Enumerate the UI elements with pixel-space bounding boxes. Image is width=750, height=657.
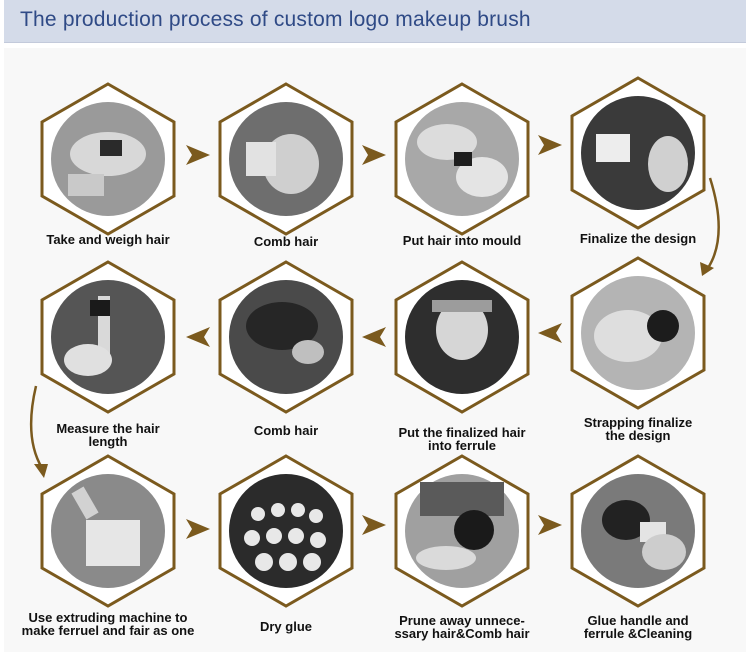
- step-comb-hair-2: [216, 260, 356, 414]
- curved-arrow-down-icon: [29, 385, 48, 478]
- hexagon-photo-frame: [218, 454, 354, 608]
- step-glue-handle-cleaning: [568, 454, 708, 608]
- step-caption: Measure the hair length: [56, 421, 160, 449]
- step-prune-comb-hair: [392, 454, 532, 608]
- step-caption: Comb hair: [253, 234, 319, 249]
- step-caption: Strapping finalize the design: [583, 415, 693, 443]
- step-finalize-design: [568, 76, 708, 230]
- step-strapping-finalize: [568, 256, 708, 410]
- hexagon-photo-frame: [394, 454, 530, 608]
- step-caption: Dry glue: [259, 619, 312, 634]
- hexagon-photo-frame: [40, 454, 176, 608]
- header-bar: The production process of custom logo ma…: [4, 0, 746, 43]
- hexagon-photo-frame: [570, 256, 706, 410]
- step-extruding-machine: [38, 454, 178, 608]
- arrow-right-icon: [538, 135, 562, 155]
- arrow-right-icon: [362, 515, 386, 535]
- page-title: The production process of custom logo ma…: [20, 8, 531, 31]
- hexagon-photo-frame: [394, 82, 530, 236]
- step-put-finalized-hair-ferrule: [392, 260, 532, 414]
- arrow-left-icon: [362, 327, 386, 347]
- hexagon-photo-frame: [394, 260, 530, 414]
- step-caption: Comb hair: [253, 423, 319, 438]
- step-measure-hair-length: [38, 260, 178, 414]
- step-caption: Use extruding machine to make ferruel an…: [21, 610, 195, 638]
- hexagon-photo-frame: [218, 260, 354, 414]
- arrow-right-icon: [186, 145, 210, 165]
- step-take-weigh-hair: [38, 82, 178, 236]
- step-put-hair-mould: [392, 82, 532, 236]
- hexagon-photo-frame: [570, 76, 706, 230]
- step-caption: Glue handle and ferrule &Cleaning: [583, 613, 693, 641]
- step-dry-glue: [216, 454, 356, 608]
- step-comb-hair: [216, 82, 356, 236]
- step-caption: Take and weigh hair: [46, 232, 170, 247]
- arrow-right-icon: [538, 515, 562, 535]
- hexagon-photo-frame: [40, 82, 176, 236]
- arrow-right-icon: [186, 519, 210, 539]
- arrow-left-icon: [538, 323, 562, 343]
- step-caption: Put the finalized hair into ferrule: [398, 425, 526, 453]
- process-panel: Take and weigh hair Comb hair Put hair i…: [4, 48, 746, 652]
- step-caption: Finalize the design: [579, 231, 697, 246]
- step-caption: Prune away unnece- ssary hair&Comb hair: [394, 613, 530, 641]
- curved-arrow-down-icon: [700, 177, 720, 276]
- arrow-left-icon: [186, 327, 210, 347]
- hexagon-photo-frame: [40, 260, 176, 414]
- step-caption: Put hair into mould: [402, 233, 522, 248]
- hexagon-photo-frame: [218, 82, 354, 236]
- hexagon-photo-frame: [570, 454, 706, 608]
- arrow-right-icon: [362, 145, 386, 165]
